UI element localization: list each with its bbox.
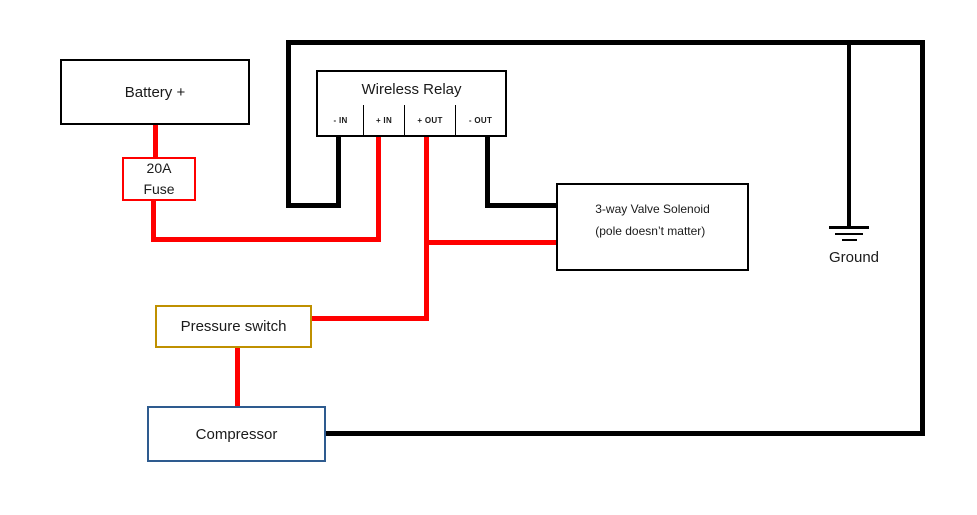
wire-compressor-to-ground-bus (326, 431, 925, 436)
valve-solenoid-box: 3-way Valve Solenoid (pole doesn’t matte… (556, 183, 749, 271)
wire-pressure-switch-to-compressor (235, 348, 240, 406)
wire-relay-neg-out-stub (485, 137, 490, 208)
relay-terminal-pos-in: + IN (363, 105, 404, 135)
wireless-relay-box: Wireless Relay - IN + IN + OUT - OUT (316, 70, 507, 137)
wire-ground-loop-bottom (286, 203, 341, 208)
wire-ground-loop-left-vertical (286, 40, 291, 208)
fuse-label-line2: Fuse (143, 181, 175, 197)
wire-fuse-down (151, 201, 156, 242)
battery-label: Battery + (124, 83, 186, 101)
wire-relay-neg-in-stub (336, 137, 341, 208)
wire-pos-out-to-pressure-switch (312, 316, 429, 321)
wire-relay-pos-out-vertical (424, 137, 429, 321)
wire-fuse-to-relay-horizontal (151, 237, 381, 242)
ground-label: Ground (828, 249, 880, 266)
relay-terminal-neg-in: - IN (333, 115, 348, 125)
wireless-relay-title: Wireless Relay (361, 81, 462, 98)
wire-relay-pos-in-stub (376, 137, 381, 242)
wire-ground-tap-vertical (847, 42, 851, 226)
compressor-box: Compressor (147, 406, 326, 462)
valve-solenoid-label: 3-way Valve Solenoid (pole doesn’t matte… (595, 198, 710, 242)
pressure-switch-label: Pressure switch (180, 318, 287, 335)
wire-battery-to-fuse (153, 125, 158, 157)
compressor-label: Compressor (195, 425, 278, 443)
fuse-label-line1: 20A (146, 160, 172, 176)
fuse-box: 20A Fuse (122, 157, 196, 201)
wire-pos-out-to-solenoid (424, 240, 558, 245)
wire-right-ground-bus-vertical (920, 40, 925, 436)
ground-symbol-bar-medium (835, 233, 863, 235)
wire-top-ground-bus (286, 40, 925, 45)
battery-box: Battery + (60, 59, 250, 125)
relay-terminal-row: - IN + IN + OUT - OUT (318, 105, 505, 135)
ground-symbol-bar-long (829, 226, 869, 229)
valve-solenoid-label-line1: 3-way Valve Solenoid (595, 202, 710, 216)
wire-neg-out-to-solenoid (485, 203, 558, 208)
pressure-switch-box: Pressure switch (155, 305, 312, 348)
ground-symbol-bar-short (842, 239, 857, 241)
relay-terminal-neg-out: - OUT (455, 105, 505, 135)
relay-terminal-pos-out: + OUT (404, 105, 455, 135)
valve-solenoid-label-line2: (pole doesn’t matter) (595, 224, 706, 238)
